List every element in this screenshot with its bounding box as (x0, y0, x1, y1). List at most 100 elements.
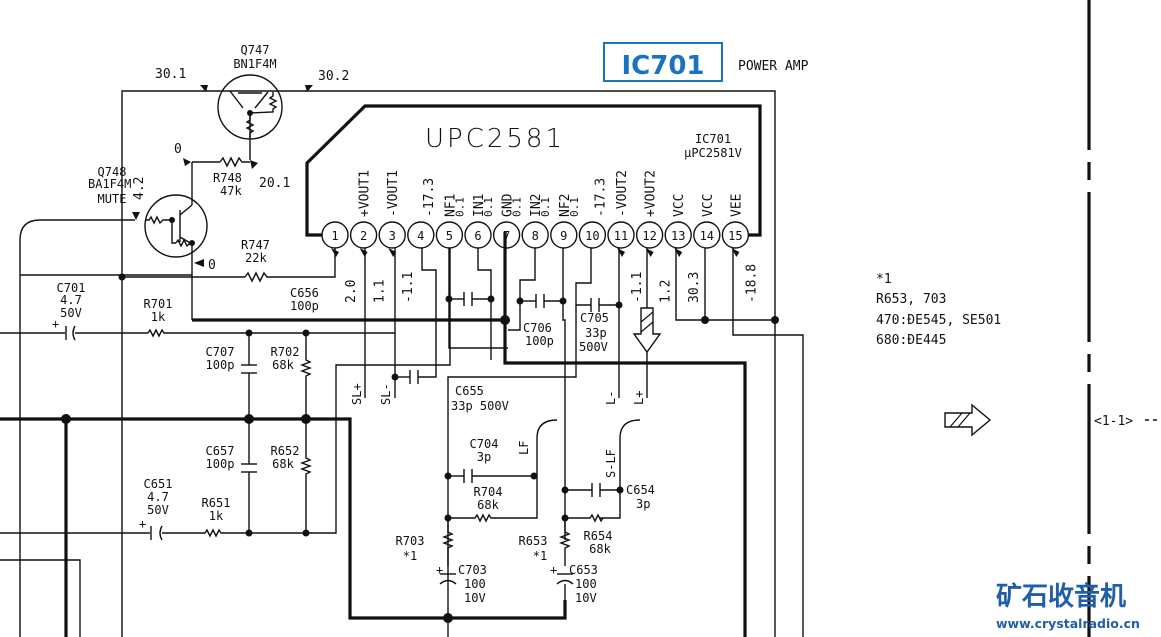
ic-pin-number: 14 (700, 229, 714, 243)
ic-pin-number: 9 (560, 229, 567, 243)
c653-value: 100 (575, 577, 597, 591)
c656-value: 100p (290, 299, 319, 313)
c701-voltage: 50V (60, 306, 82, 320)
ic-pin-name: VCC (672, 194, 687, 217)
connector-label: <1-1> (1094, 414, 1133, 429)
r652-ref: R652 (271, 444, 300, 458)
c651-ref: C651 (144, 477, 173, 491)
c655-value: 33p 500V (451, 399, 509, 413)
ic-pin-number: 7 (503, 229, 510, 243)
ic-ref-line1: IC701 (695, 132, 731, 146)
ic-pin-voltage: 2.0 (344, 280, 359, 303)
r651-value: 1k (209, 509, 224, 523)
r702-ref: R702 (271, 345, 300, 359)
c706-value: 100p (525, 334, 554, 348)
ic-pin-number: 15 (728, 229, 742, 243)
c653-plus: + (550, 563, 557, 577)
c657-value: 100p (206, 457, 235, 471)
ic-pin-number: 2 (360, 229, 367, 243)
ic-pin-voltage: -1.1 (630, 272, 645, 303)
r652-value: 68k (272, 457, 294, 471)
ic-pin-number: 3 (389, 229, 396, 243)
ic-pin-3 (378, 221, 406, 249)
q748-type: BA1F4M (88, 177, 131, 191)
ic-pin-voltage: 0.1 (453, 197, 466, 217)
ic-pin-voltage: -18.8 (744, 264, 759, 303)
ic-title-label: IC701 (621, 51, 704, 81)
ic-pin-name: -VOUT1 (386, 170, 401, 217)
r653-value: *1 (533, 549, 547, 563)
ic-pin-name: VEE (729, 194, 744, 217)
c657-ref: C657 (206, 444, 235, 458)
ic-pin-15 (721, 221, 750, 249)
net-sl-minus: SL- (379, 383, 393, 405)
c705-value: 33p (585, 326, 607, 340)
r701-value: 1k (151, 310, 166, 324)
r704-value: 68k (477, 498, 499, 512)
c701-ref: C701 (57, 281, 86, 295)
r704-ref: R704 (474, 485, 503, 499)
transistor-q747 (217, 74, 283, 160)
c707-value: 100p (206, 358, 235, 372)
q747-voltage-right: 30.2 (318, 69, 349, 84)
ic-pin-14 (693, 221, 721, 249)
ic-pin-voltage: 0.1 (511, 197, 524, 217)
c703-voltage: 10V (464, 591, 486, 605)
ic-pin-name: GND (501, 193, 516, 217)
c656-ref: C656 (290, 286, 319, 300)
ic-pin-4 (407, 221, 435, 249)
ic-pin-voltage: -17.3 (422, 178, 437, 217)
r748-ref: R748 (213, 171, 242, 185)
q747-voltage-left: 30.1 (155, 67, 186, 82)
wire (19, 219, 135, 637)
net-s-lf: S-LF (604, 449, 618, 478)
ic-pin-number: 4 (417, 229, 424, 243)
c651-voltage: 50V (147, 503, 169, 517)
c703-plus: + (436, 563, 443, 577)
signal-arrow-down-icon (632, 307, 662, 354)
watermark-url: www.crystalradio.cn (996, 616, 1140, 631)
ic-pin-number: 1 (331, 229, 338, 243)
note-line3: 470:ĐE545, SE501 (876, 313, 1001, 328)
r747-ref: R747 (241, 238, 270, 252)
voltage-marker-icon (617, 248, 625, 257)
c705-voltage: 500V (579, 340, 608, 354)
ic-pin-name: NF1 (443, 194, 458, 217)
r653-ref: R653 (519, 534, 548, 548)
r747-value: 22k (245, 251, 267, 265)
q748-base-voltage: 4.2 (132, 177, 147, 200)
note-line2: R653, 703 (876, 292, 946, 307)
c653-voltage: 10V (575, 591, 597, 605)
r703-ref: R703 (396, 534, 425, 548)
q748-ref: Q748 (98, 165, 127, 179)
ic-pin-voltage: 1.2 (659, 280, 674, 303)
ic-pin-voltage: 1.1 (373, 280, 388, 303)
ic-pin-12 (635, 221, 664, 249)
c704-ref: C704 (470, 437, 499, 451)
note-line4: 680:ĐE445 (876, 333, 946, 348)
c705-ref: C705 (580, 311, 609, 325)
r654-value: 68k (589, 542, 611, 556)
ic-pin-name: +VOUT2 (644, 170, 659, 217)
ic-pin-9 (550, 221, 578, 249)
q748-collector-voltage: 0 (174, 142, 182, 157)
c651-value: 4.7 (147, 490, 169, 504)
c704-value: 3p (477, 450, 491, 464)
frame-wires (19, 90, 776, 637)
c703-ref: C703 (458, 563, 487, 577)
ic-pin-voltage: 0.1 (482, 197, 495, 217)
ic-pin-voltage: 0.1 (539, 197, 552, 217)
net-lf: LF (517, 441, 531, 455)
ic-subtitle: POWER AMP (738, 59, 809, 74)
r651-ref: R651 (202, 496, 231, 510)
r701-ref: R701 (144, 297, 173, 311)
ic-body: UPC2581 IC701 µPC2581V (305, 104, 762, 237)
ic-pin-2 (349, 221, 378, 249)
c707-ref: C707 (206, 345, 235, 359)
ic-title-box: IC701 (603, 42, 723, 82)
r748-value: 47k (220, 184, 242, 198)
ic-pin-name: NF2 (558, 194, 573, 217)
ic-pin-10 (578, 221, 607, 249)
ic-pin-number: 13 (671, 229, 685, 243)
